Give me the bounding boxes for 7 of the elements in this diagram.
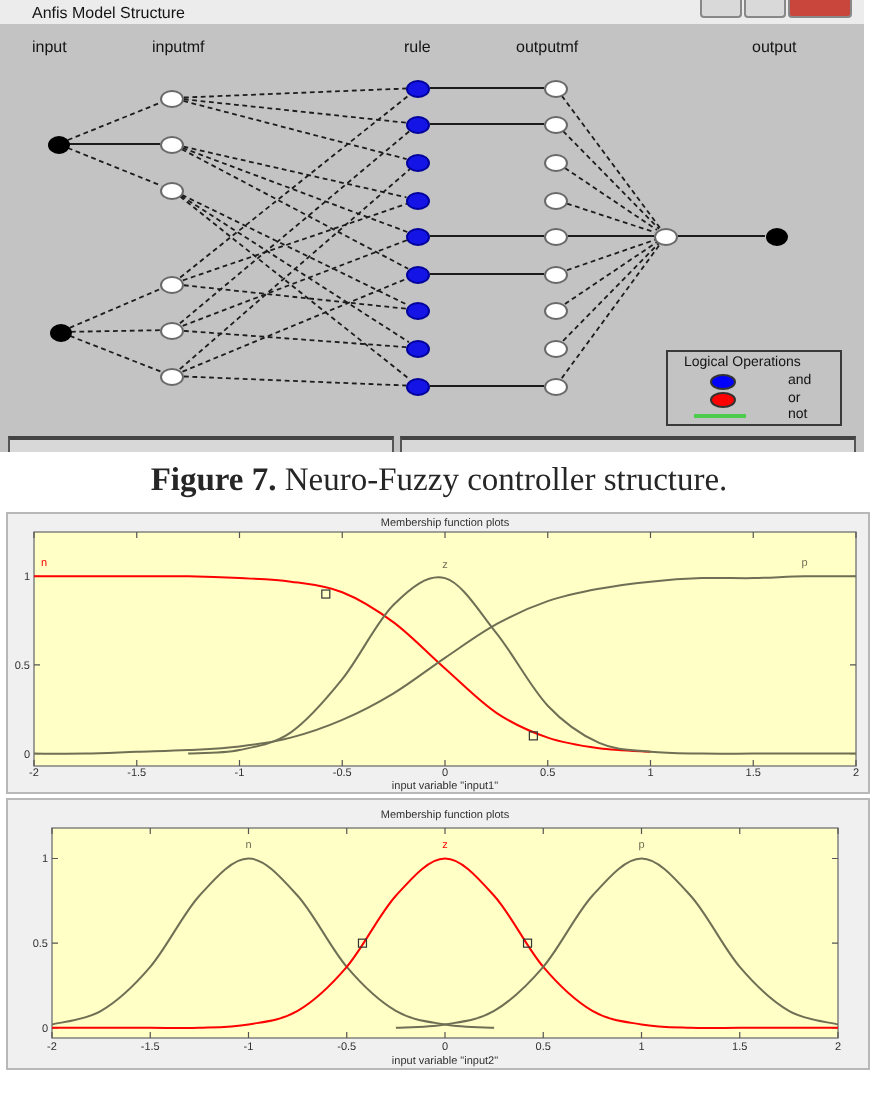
column-heading: output [752, 38, 797, 56]
window-title: Anfis Model Structure [32, 4, 185, 22]
column-heading: inputmf [152, 38, 205, 56]
figure-caption: Figure 7. Neuro-Fuzzy controller structure. [150, 460, 728, 498]
column-heading: outputmf [516, 38, 579, 56]
column-heading: rule [404, 38, 431, 56]
column-heading: input [32, 38, 67, 56]
